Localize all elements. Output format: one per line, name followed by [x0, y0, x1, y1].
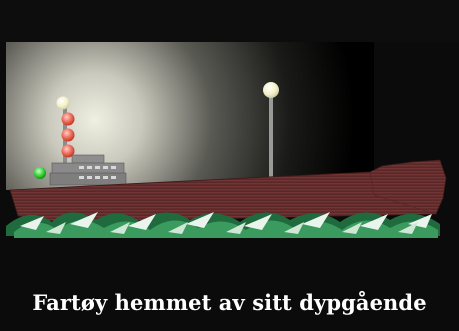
red-light-middle-icon: [62, 129, 75, 142]
caption: Fartøy hemmet av sitt dypgående: [0, 290, 459, 315]
green-sidelight-icon: [34, 167, 46, 179]
stern-white-light-icon: [263, 82, 279, 98]
sea-waves: [6, 212, 440, 238]
masthead-white-light-icon: [57, 97, 70, 110]
red-light-top-icon: [62, 113, 75, 126]
stern-mast-pole: [269, 96, 273, 178]
